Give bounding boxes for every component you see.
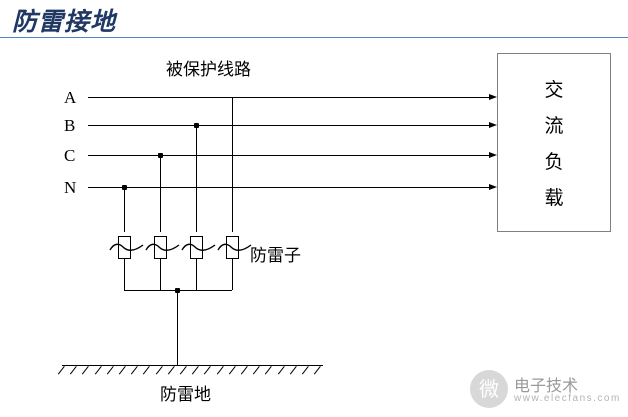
load-char-3: 负 <box>544 151 564 173</box>
title-divider <box>0 37 628 38</box>
ac-load-label: 交 流 负 载 <box>530 72 578 216</box>
ground-hatch-mark <box>265 366 273 375</box>
page-title: 防雷接地 <box>12 9 117 36</box>
ground-hatch-mark <box>179 366 187 375</box>
varistor-wave-a-icon <box>217 243 252 251</box>
watermark: 微 电子技术 www.elecfans.com <box>470 368 622 412</box>
ground-hatch-mark <box>106 366 114 375</box>
phase-label-c: C <box>64 146 76 165</box>
ground-hatch-mark <box>57 366 65 375</box>
watermark-url: www.elecfans.com <box>514 393 621 404</box>
earth-conductor <box>177 290 178 365</box>
junction-dot-n <box>121 184 127 190</box>
conductor-line-b <box>88 125 490 126</box>
drop-wire-c-lower <box>160 259 161 290</box>
ground-hatch-mark <box>253 366 260 375</box>
load-char-4: 载 <box>544 187 564 209</box>
drop-wire-n-lower <box>124 259 125 290</box>
drop-wire-a-lower <box>232 259 233 290</box>
varistor-wave-b-icon <box>181 243 216 251</box>
ground-hatch-mark <box>277 366 285 375</box>
arrowhead-c-icon <box>489 151 497 158</box>
ground-hatch-mark <box>192 366 199 375</box>
arrowhead-a-icon <box>489 93 497 100</box>
ground-hatch-mark <box>70 366 77 375</box>
drop-wire-n-upper <box>124 187 125 232</box>
phase-label-a: A <box>64 88 77 107</box>
varistor-wave-c-icon <box>145 243 180 251</box>
ground-hatch-mark <box>94 366 102 375</box>
ground-hatch-mark <box>314 366 321 375</box>
arrowhead-n-icon <box>489 183 497 190</box>
ground-hatch-mark <box>143 366 151 375</box>
conductor-line-c <box>88 155 490 156</box>
ground-symbol-line <box>62 365 323 366</box>
phase-label-n: N <box>64 178 77 197</box>
varistor-wave-n-icon <box>109 243 144 251</box>
ground-hatch-mark <box>155 366 163 375</box>
ground-hatch-mark <box>240 366 248 375</box>
watermark-name: 电子技术 <box>514 376 579 395</box>
watermark-logo-icon: 微 <box>470 370 508 408</box>
drop-wire-b-lower <box>196 259 197 290</box>
junction-dot-c <box>157 152 163 158</box>
ac-load-box <box>497 53 611 232</box>
conductor-line-a <box>88 97 490 98</box>
ground-hatch-mark <box>216 366 224 375</box>
ground-label: 防雷地 <box>160 385 211 405</box>
arrowhead-b-icon <box>489 121 497 128</box>
protected-line-label: 被保护线路 <box>166 60 251 80</box>
ground-hatch-mark <box>228 366 236 375</box>
ground-hatch-mark <box>118 366 126 375</box>
ground-hatch-mark <box>167 366 175 375</box>
phase-label-b: B <box>64 116 76 135</box>
conductor-line-n <box>88 187 490 188</box>
drop-wire-b-upper <box>196 125 197 232</box>
ground-hatch-mark <box>82 366 90 375</box>
ground-hatch-mark <box>289 366 297 375</box>
load-char-1: 交 <box>544 79 564 101</box>
ground-hatch-mark <box>301 366 309 375</box>
drop-wire-c-upper <box>160 155 161 232</box>
spd-label: 防雷子 <box>250 246 301 266</box>
ground-hatch-mark <box>204 366 212 375</box>
load-char-2: 流 <box>544 115 564 137</box>
ground-hatch-mark <box>131 366 138 375</box>
junction-dot-b <box>193 122 199 128</box>
drop-wire-a-upper <box>232 97 233 232</box>
